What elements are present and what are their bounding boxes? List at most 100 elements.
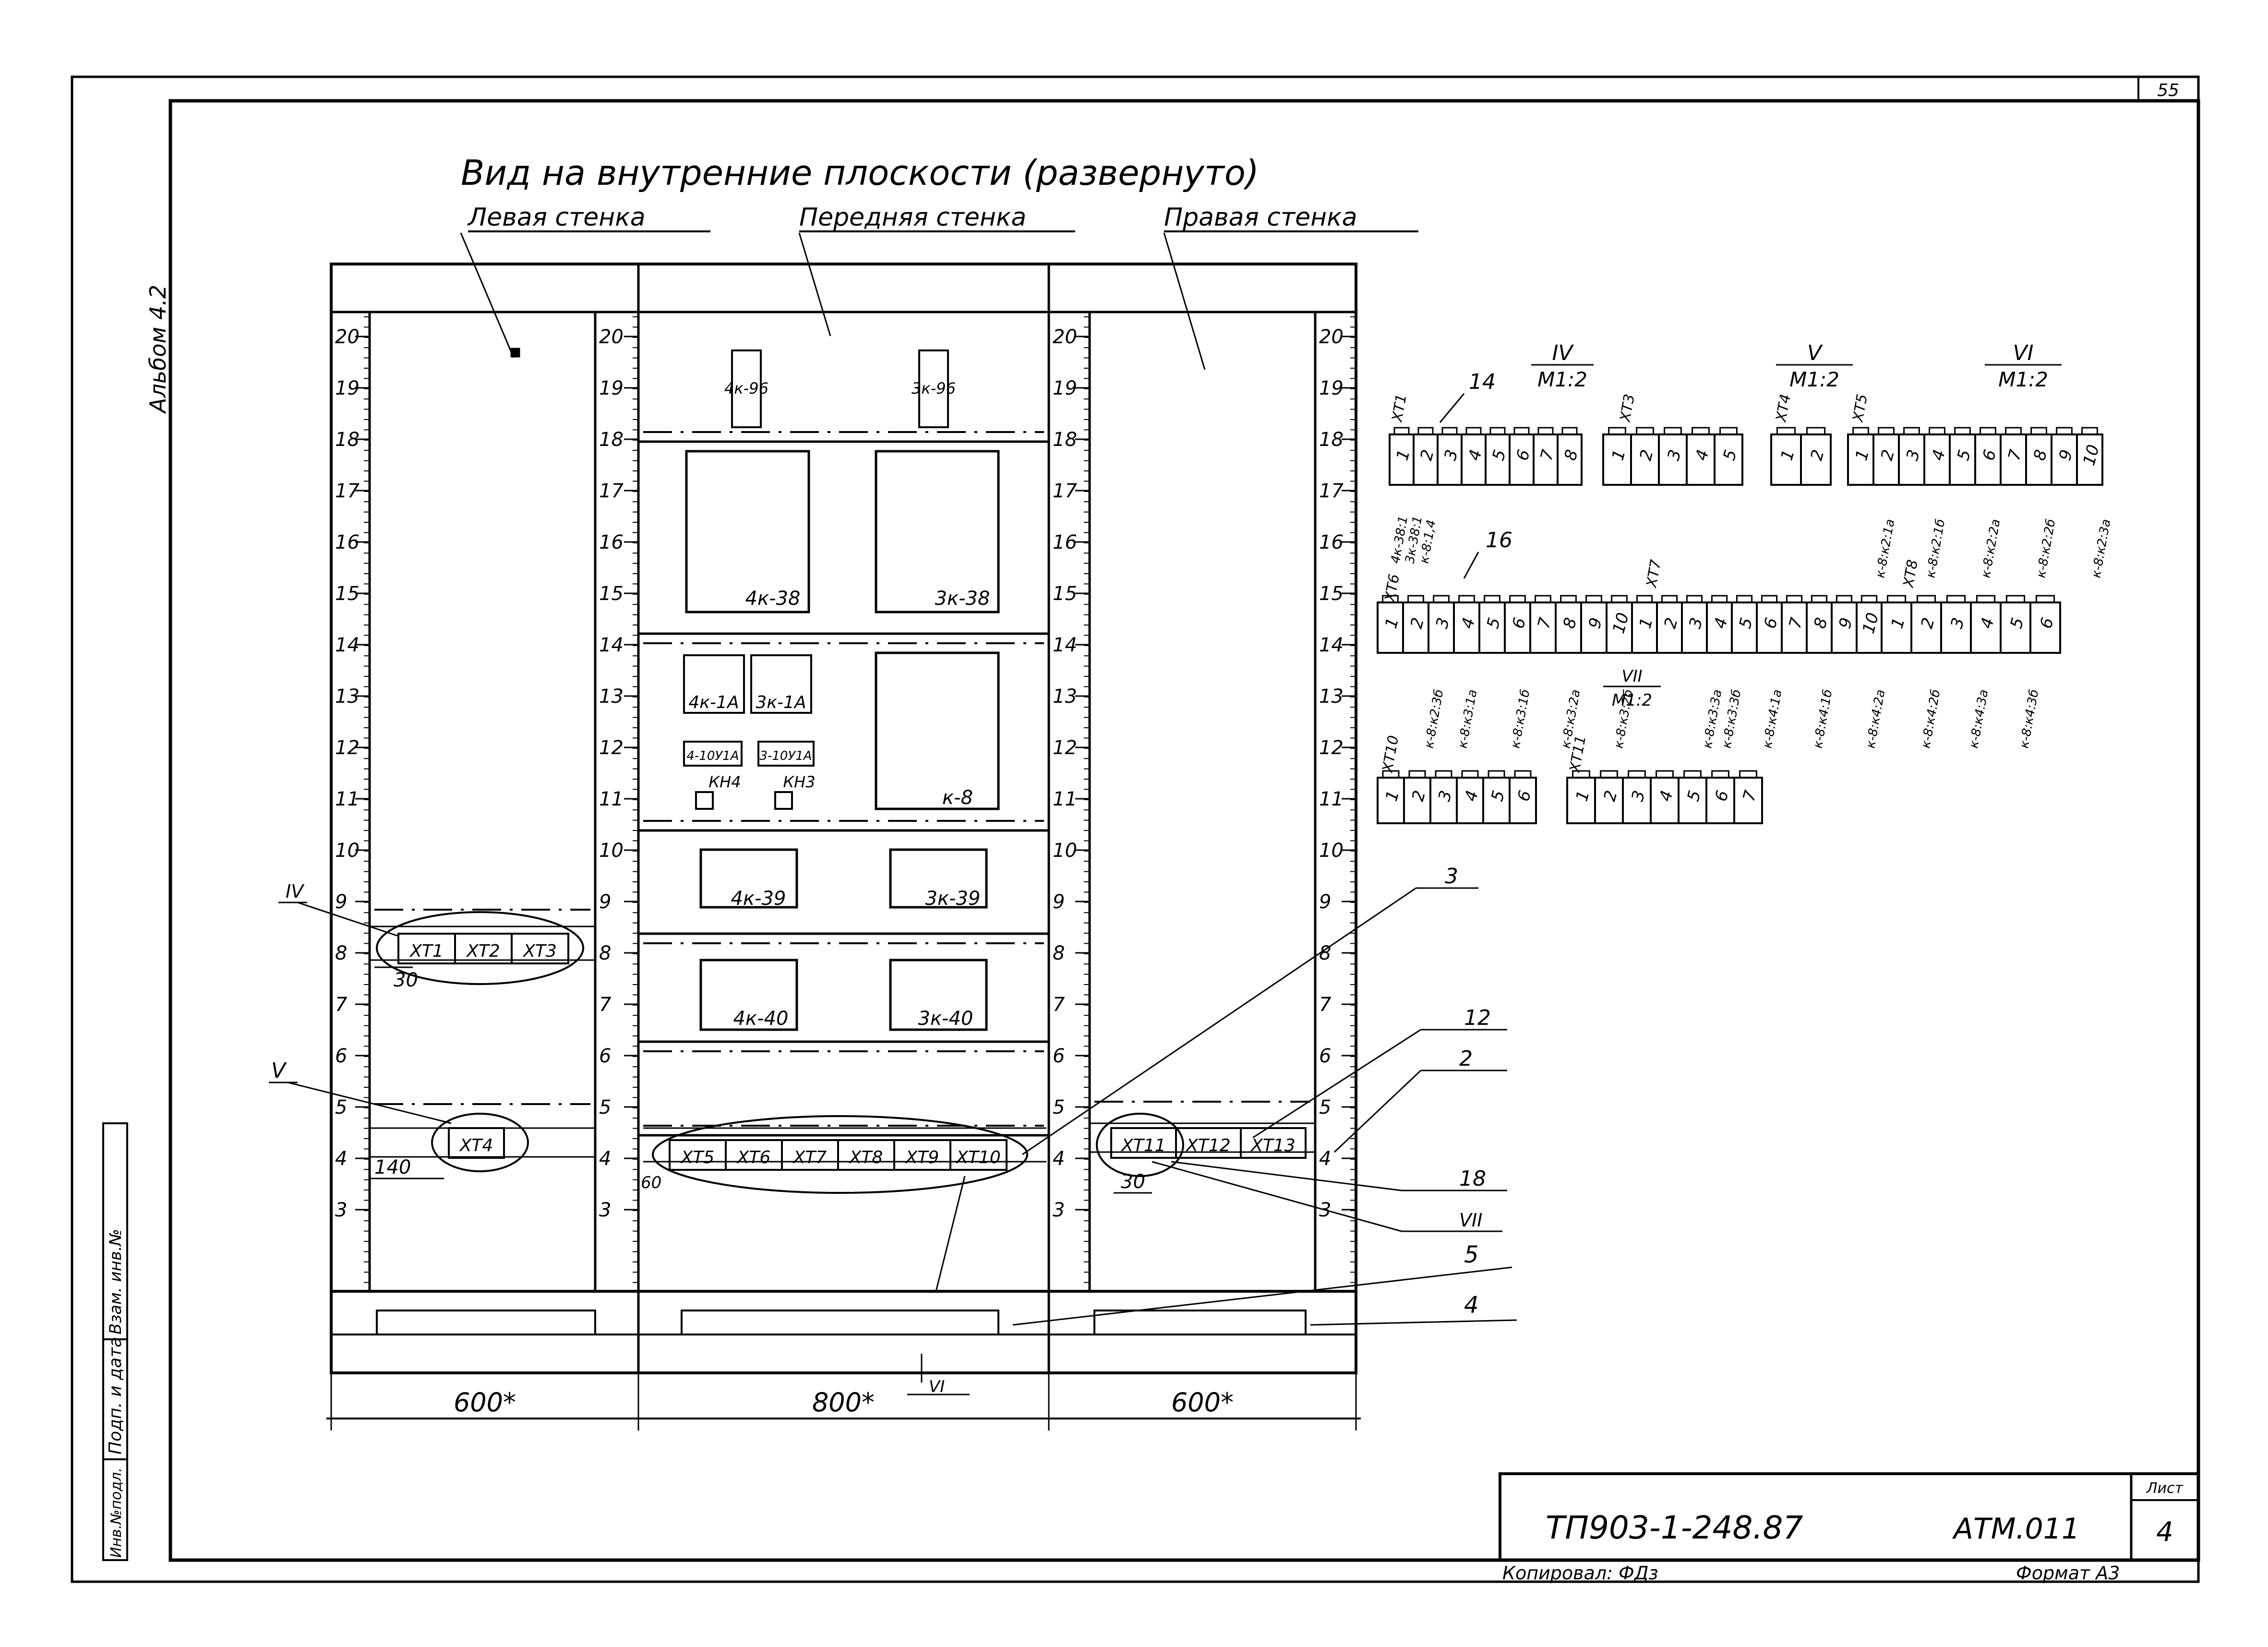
left-wall-label: Левая стенка bbox=[467, 203, 646, 232]
device-3k1a: 3к-1А bbox=[756, 693, 806, 712]
terminal-cell: 2 bbox=[1660, 615, 1681, 630]
terminal-cell: 6 bbox=[1760, 615, 1781, 630]
view-vi-scale: М1:2 bbox=[1998, 368, 2048, 391]
terminal-cell: 6 bbox=[1979, 447, 2000, 462]
side-stamp: Инв.№подл. Подп. и дата Взам. инв.№ bbox=[102, 1122, 128, 1561]
rail-number: 11 bbox=[1319, 788, 1344, 810]
rail-number: 10 bbox=[335, 840, 360, 862]
rail-number: 11 bbox=[335, 788, 360, 810]
rail-number: 19 bbox=[335, 377, 360, 399]
terminal-cell: 3 bbox=[1435, 788, 1456, 803]
view-vii-scale: М1:2 bbox=[1612, 691, 1652, 710]
terminal-block: ХТ6 bbox=[736, 1148, 771, 1167]
page-number-box bbox=[2137, 76, 2199, 102]
terminal-cell: 2 bbox=[1636, 447, 1657, 462]
rail-number: 13 bbox=[335, 685, 360, 708]
strip-xt1-wires: 4к-38:13к-38:1к-8:1,4 bbox=[1388, 515, 1439, 565]
terminal-cell: 6 bbox=[2036, 615, 2057, 630]
terminal-cell: 2 bbox=[1600, 788, 1621, 803]
terminal-cell: 9 bbox=[2055, 447, 2076, 462]
drawing-title: Вид на внутренние плоскости (развернуто) bbox=[461, 153, 1259, 193]
terminal-block: ХТ8 bbox=[849, 1148, 883, 1167]
terminal-cell: 4 bbox=[1458, 615, 1479, 630]
view-vii-label: VII bbox=[1621, 667, 1642, 686]
strip-label-xt7: ХТ7 bbox=[1643, 558, 1665, 589]
button-kn3: КН3 bbox=[783, 773, 815, 791]
rail-number: 7 bbox=[335, 994, 348, 1016]
terminal-cell: 6 bbox=[1509, 615, 1530, 630]
rail-number: 11 bbox=[599, 788, 624, 810]
wire-label: к-8:к2:3б bbox=[1422, 688, 1446, 749]
terminal-cell: 5 bbox=[1683, 788, 1704, 803]
terminal-cell: 5 bbox=[1719, 447, 1740, 462]
callout-v: V bbox=[271, 1058, 287, 1083]
view-vi-label: VI bbox=[2013, 341, 2033, 365]
rail-number: 11 bbox=[1053, 788, 1077, 810]
rail-number: 16 bbox=[599, 531, 624, 553]
front-devices: 4к-96 3к-96 4к-38 3к-38 4к-1А 3к-1А к-8 … bbox=[683, 349, 1000, 1031]
rail-number: 15 bbox=[1053, 583, 1077, 605]
rail-number: 20 bbox=[1053, 326, 1077, 348]
dim-left-width: 600* bbox=[454, 1387, 516, 1418]
rail-number: 18 bbox=[1053, 429, 1077, 451]
rail-number: 18 bbox=[1319, 429, 1344, 451]
rail-number: 10 bbox=[1053, 840, 1077, 862]
terminal-block: ХТ3 bbox=[522, 941, 557, 961]
rail-number: 12 bbox=[1053, 737, 1077, 759]
rail-number: 8 bbox=[335, 942, 347, 964]
strip-label-xt5: ХТ5 bbox=[1849, 393, 1871, 424]
device-3k10: 3-10У1А bbox=[759, 749, 812, 763]
rail-number: 14 bbox=[599, 634, 624, 656]
terminal-cell: 10 bbox=[2079, 443, 2103, 468]
terminal-cell: 2 bbox=[1416, 447, 1438, 462]
rail-number: 6 bbox=[1053, 1045, 1065, 1067]
wire-label: к-8:к4:1б bbox=[1811, 688, 1835, 749]
terminal-cell: 2 bbox=[1807, 447, 1828, 462]
terminal-cell: 4 bbox=[1656, 788, 1677, 803]
device-4k1a: 4к-1А bbox=[688, 693, 739, 712]
outer-frame bbox=[71, 75, 2200, 1583]
sheet-label: Лист bbox=[2146, 1480, 2184, 1497]
rail-number: 7 bbox=[1053, 994, 1065, 1016]
rail-number: 3 bbox=[1053, 1199, 1065, 1221]
rail-number: 5 bbox=[335, 1096, 347, 1118]
wire-label: к-8:к4:1а bbox=[1760, 688, 1785, 749]
annotations: IV 30 V 140 60 30 VI 3 12 2 18 VII 5 bbox=[269, 864, 1517, 1396]
wire-label: к-8:к2:2б bbox=[2034, 518, 2058, 579]
device-4k39: 4к-39 bbox=[731, 888, 786, 910]
rail-number: 10 bbox=[599, 840, 624, 862]
cabinet bbox=[330, 263, 1357, 1374]
terminal-block: ХТ13 bbox=[1250, 1136, 1295, 1155]
terminal-cell: 1 bbox=[1777, 447, 1798, 462]
terminal-cell: 1 bbox=[1852, 447, 1873, 462]
terminal-block: ХТ1 bbox=[409, 941, 444, 961]
wire-label: к-8:к4:3а bbox=[1967, 688, 1991, 749]
rail-number: 13 bbox=[1053, 685, 1077, 708]
format-label: Формат А3 bbox=[2016, 1563, 2120, 1584]
dim-front-width: 800* bbox=[812, 1387, 875, 1418]
terminal-block: ХТ12 bbox=[1185, 1136, 1230, 1155]
group-circles bbox=[376, 911, 1184, 1194]
device-4k10: 4-10У1А bbox=[686, 749, 739, 763]
terminal-cell: 7 bbox=[2004, 447, 2026, 463]
rail-number: 14 bbox=[335, 634, 360, 656]
terminal-cell: 3 bbox=[1903, 447, 1924, 462]
terminal-cell: 3 bbox=[1664, 447, 1685, 462]
inner-frame bbox=[168, 99, 2200, 1562]
button-kn4: КН4 bbox=[708, 773, 741, 791]
stamp-inv: Инв.№подл. bbox=[108, 1467, 125, 1558]
terminal-cell: 1 bbox=[1392, 447, 1414, 462]
sheet-number: 4 bbox=[2156, 1516, 2173, 1548]
strip-label-xt10: ХТ10 bbox=[1379, 734, 1402, 774]
device-4k40: 4к-40 bbox=[733, 1008, 789, 1030]
album-label: Альбом 4.2 bbox=[145, 285, 171, 414]
rail-number: 9 bbox=[1319, 891, 1331, 913]
callout-18: 18 bbox=[1459, 1166, 1486, 1191]
dim-30a: 30 bbox=[394, 969, 418, 991]
view-iv-scale: М1:2 bbox=[1537, 368, 1587, 391]
